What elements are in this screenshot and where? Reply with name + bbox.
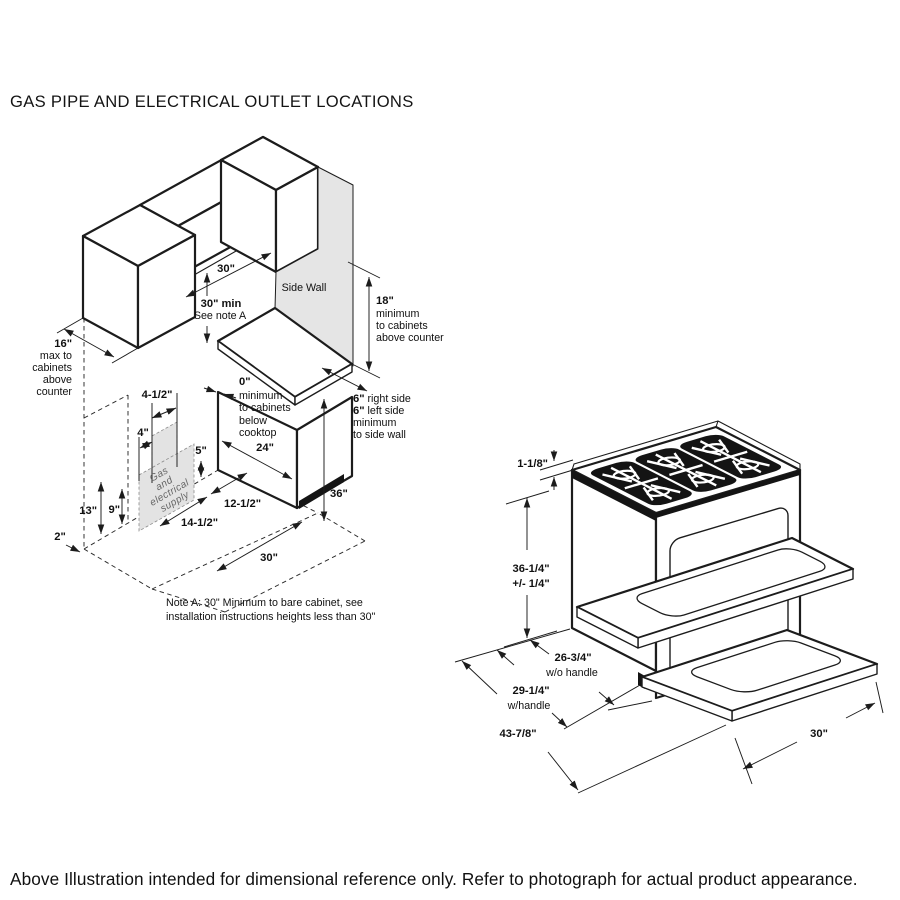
dim-6-right-num: 6" (353, 393, 365, 405)
dim-6-left-text: left side (365, 405, 405, 417)
dim-16-desc-1: max to (40, 350, 72, 362)
dim-min-clearance-label: 30" min (201, 298, 242, 310)
supply-zone-front (138, 443, 195, 532)
dim-0-label: 0" (239, 376, 251, 388)
dim-0-desc-1: minimum (239, 390, 282, 402)
side-wall-label: Side Wall (282, 282, 327, 294)
range-diagram: 1-1/8" 36-1/4" +/- 1/4" 26-3/4" w/o hand… (454, 420, 884, 794)
dim-6-desc-1: minimum (353, 417, 396, 429)
dim-6-left-label: 6" left side (353, 405, 404, 417)
lower-door-handle (640, 628, 879, 722)
dim-18-desc-2: to cabinets (376, 320, 428, 332)
dim-18-desc-3: above counter (376, 332, 444, 344)
dim-0-desc-2: to cabinets (239, 402, 291, 414)
cabinet-diagram: Gas and electrical supply (32, 135, 444, 623)
dim-13-label: 13" (79, 505, 97, 517)
dim-12half-label: 12-1/2" (224, 498, 261, 510)
dim-16-desc-3: above (43, 374, 72, 386)
dim-6-right-text: right side (365, 393, 411, 405)
dim-6-desc-2: to side wall (353, 429, 406, 441)
dim-depth-wo-handle-desc: w/o handle (545, 667, 598, 679)
dim-depth-wo-handle-label: 26-3/4" (554, 652, 591, 664)
dim-depth-w-handle-label: 29-1/4" (512, 685, 549, 697)
dim-36-label: 36" (330, 488, 348, 500)
dim-top-width-label: 30" (217, 263, 235, 275)
dim-18-desc-1: minimum (376, 308, 419, 320)
dim-16-desc-4: counter (36, 386, 72, 398)
dim-0-desc-4: cooktop (239, 427, 276, 439)
disclaimer-text: Above Illustration intended for dimensio… (10, 869, 858, 889)
upper-door-handle (575, 536, 855, 649)
cabinet-dimension-lines (56, 252, 381, 572)
note-a-line-1: Note A: 30" Minimum to bare cabinet, see (166, 597, 363, 609)
note-a-line-2: installation instructions heights less t… (166, 611, 376, 623)
page-title: GAS PIPE AND ELECTRICAL OUTLET LOCATIONS (10, 92, 414, 111)
dim-range-width-label: 30" (810, 728, 828, 740)
dim-5-label: 5" (195, 445, 207, 457)
dim-0-desc-3: below (239, 415, 267, 427)
dim-6-right-label: 6" right side (353, 393, 411, 405)
dim-min-clearance-note: See note A (194, 310, 247, 322)
dim-total-depth-label: 43-7/8" (499, 728, 536, 740)
dim-18-label: 18" (376, 295, 394, 307)
dim-bottom-width-label: 30" (260, 552, 278, 564)
dim-range-height-label: 36-1/4" (512, 563, 549, 575)
dim-14half-label: 14-1/2" (181, 517, 218, 529)
dim-range-height-tolerance: +/- 1/4" (512, 578, 549, 590)
dim-4-label: 4" (137, 427, 149, 439)
left-upper-cabinet (81, 203, 197, 350)
dim-6-left-num: 6" (353, 405, 365, 417)
dim-16-desc-2: cabinets (32, 362, 72, 374)
dim-grate-height-label: 1-1/8" (517, 458, 548, 470)
dim-24-label: 24" (256, 442, 274, 454)
dim-depth-w-handle-desc: w/handle (507, 700, 551, 712)
dim-2-label: 2" (54, 531, 66, 543)
right-upper-cabinet (219, 135, 320, 280)
range-dimension-lines (454, 450, 884, 794)
dim-4half-label: 4-1/2" (142, 389, 173, 401)
dim-16-label: 16" (54, 338, 72, 350)
dim-9-label: 9" (108, 504, 120, 516)
